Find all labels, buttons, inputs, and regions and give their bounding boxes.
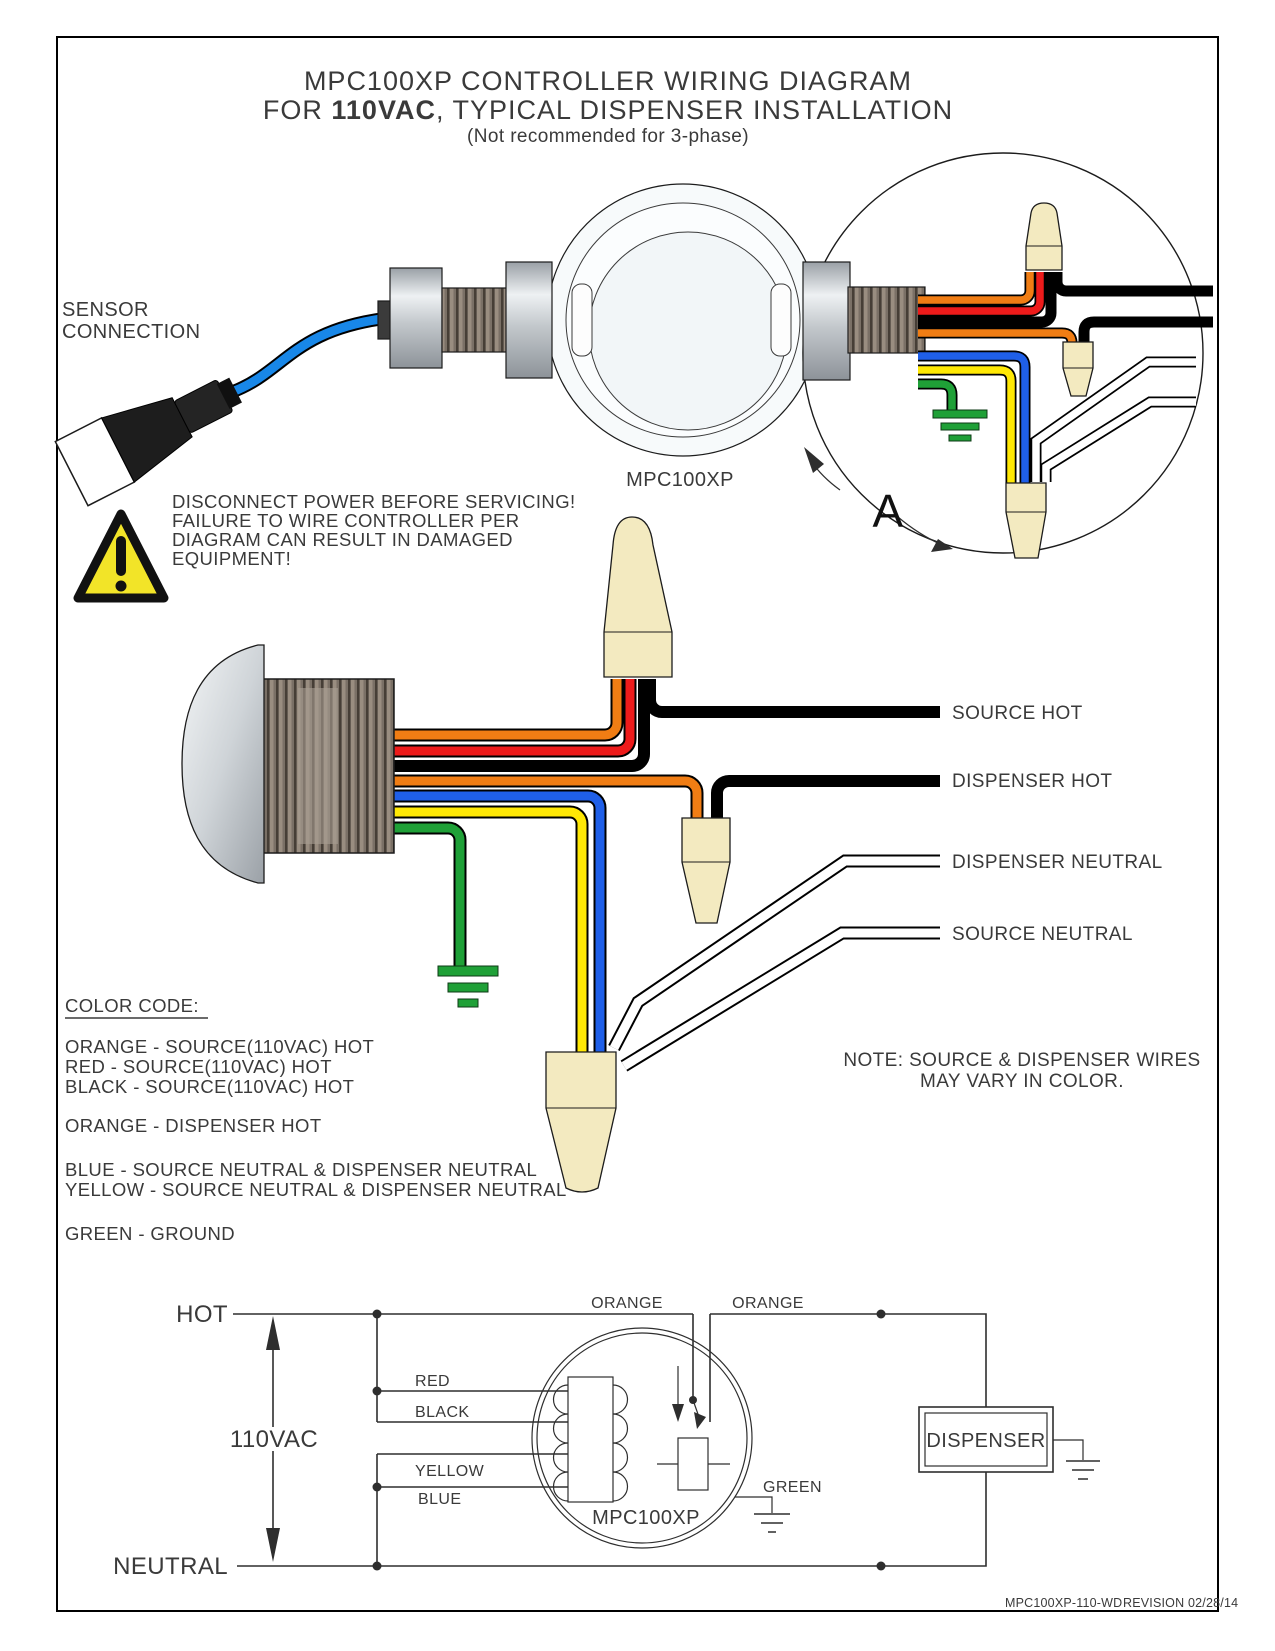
title-line3: (Not recommended for 3-phase): [467, 126, 749, 147]
dispenser-hot-label: DISPENSER HOT: [952, 771, 1112, 792]
left-threaded-shaft: [441, 287, 509, 353]
sensor-cable: [232, 318, 388, 392]
title-line2: FOR 110VAC, TYPICAL DISPENSER INSTALLATI…: [263, 95, 953, 125]
doc-number: MPC100XP-110-WD: [1005, 1596, 1122, 1610]
controller-face-circle: [588, 231, 788, 431]
title-line1: MPC100XP CONTROLLER WIRING DIAGRAM: [304, 66, 912, 96]
detail-wire-nuts: [1005, 202, 1094, 559]
revision: REVISION 02/28/14: [1123, 1596, 1238, 1610]
black-wire-label: BLACK: [415, 1404, 469, 1421]
right-coupling: [802, 261, 851, 381]
bulkhead-connector: [181, 644, 395, 884]
dispenser-neutral-label: DISPENSER NEUTRAL: [952, 852, 1163, 873]
detail-ground-icon: [932, 409, 988, 442]
schematic-controller-circle: [531, 1327, 753, 1549]
relay-switch-symbol: [657, 1314, 730, 1491]
svg-text:NOTE: SOURCE & DISPENSER WIRES: NOTE: SOURCE & DISPENSER WIRES: [843, 1050, 1200, 1071]
color-code-entry: BLACK - SOURCE(110VAC) HOT: [65, 1076, 354, 1097]
svg-text:MAY VARY IN COLOR.: MAY VARY IN COLOR.: [920, 1071, 1124, 1092]
left-coupling: [505, 261, 553, 379]
title-block: MPC100XP CONTROLLER WIRING DIAGRAM FOR 1…: [263, 66, 953, 147]
right-threaded-shaft: [847, 286, 926, 354]
svg-text:CONNECTION: CONNECTION: [62, 321, 200, 343]
wiring-ground-icon: [437, 965, 499, 1008]
wiring-view-wires: [385, 679, 940, 1066]
svg-text:SENSOR: SENSOR: [62, 299, 149, 321]
source-hot-label: SOURCE HOT: [952, 703, 1083, 724]
schematic-ground-left: [735, 1496, 790, 1533]
hot-label: HOT: [176, 1301, 228, 1328]
blue-wire-label: BLUE: [418, 1491, 461, 1508]
color-code-entry: BLUE - SOURCE NEUTRAL & DISPENSER NEUTRA…: [65, 1159, 537, 1180]
color-code-entry: YELLOW - SOURCE NEUTRAL & DISPENSER NEUT…: [65, 1179, 567, 1200]
footer: MPC100XP-110-WD REVISION 02/28/14: [1005, 1596, 1238, 1610]
orange-left-label: ORANGE: [591, 1295, 663, 1312]
warning-block: DISCONNECT POWER BEFORE SERVICING! FAILU…: [73, 491, 576, 603]
circuit-schematic: HOT NEUTRAL 110VAC RED BLACK YELLOW BLUE…: [113, 1295, 1100, 1580]
dispenser-label: DISPENSER: [926, 1430, 1045, 1452]
svg-text:DISCONNECT POWER BEFORE SERVIC: DISCONNECT POWER BEFORE SERVICING!: [172, 491, 576, 512]
cable-gland-ring: [377, 300, 392, 340]
green-wire-label: GREEN: [763, 1479, 822, 1496]
neutral-label: NEUTRAL: [113, 1553, 228, 1580]
sensor-connection-label: SENSOR CONNECTION: [62, 299, 200, 343]
red-wire-label: RED: [415, 1373, 450, 1390]
controller-left-notch: [571, 283, 593, 357]
orange-right-label: ORANGE: [732, 1295, 804, 1312]
color-code-block: COLOR CODE: ORANGE - SOURCE(110VAC) HOT …: [65, 995, 567, 1244]
color-code-heading: COLOR CODE:: [65, 995, 199, 1016]
controller-illustration: A MPC100XP SENSOR CONNECTION: [54, 152, 1213, 559]
dispenser-box: [918, 1406, 1100, 1480]
controller-label: MPC100XP: [626, 469, 734, 491]
detail-a-callout: A: [804, 447, 953, 552]
svg-text:EQUIPMENT!: EQUIPMENT!: [172, 548, 291, 569]
sensor-connector: [54, 377, 242, 507]
voltage-label: 110VAC: [230, 1426, 318, 1453]
schematic-controller-label: MPC100XP: [592, 1507, 700, 1529]
yellow-wire-label: YELLOW: [415, 1463, 485, 1480]
note-block: NOTE: SOURCE & DISPENSER WIRES MAY VARY …: [843, 1050, 1200, 1092]
controller-right-notch: [770, 283, 792, 357]
wiring-view: SOURCE HOT DISPENSER HOT DISPENSER NEUTR…: [181, 516, 1163, 1193]
color-code-entry: GREEN - GROUND: [65, 1223, 235, 1244]
source-neutral-label: SOURCE NEUTRAL: [952, 924, 1133, 945]
svg-text:FAILURE TO WIRE CONTROLLER PER: FAILURE TO WIRE CONTROLLER PER: [172, 510, 519, 531]
wiring-wire-nuts: [545, 516, 731, 1193]
color-code-entry: RED - SOURCE(110VAC) HOT: [65, 1056, 332, 1077]
page-border: [56, 36, 1219, 1612]
transformer-symbol: [552, 1376, 629, 1503]
cable-gland: [389, 267, 443, 369]
color-code-entry: ORANGE - SOURCE(110VAC) HOT: [65, 1036, 374, 1057]
svg-text:DIAGRAM CAN RESULT IN DAMAGED: DIAGRAM CAN RESULT IN DAMAGED: [172, 529, 513, 550]
color-code-entry: ORANGE - DISPENSER HOT: [65, 1115, 322, 1136]
detail-a-label: A: [872, 485, 903, 537]
warning-text: DISCONNECT POWER BEFORE SERVICING! FAILU…: [172, 491, 576, 569]
